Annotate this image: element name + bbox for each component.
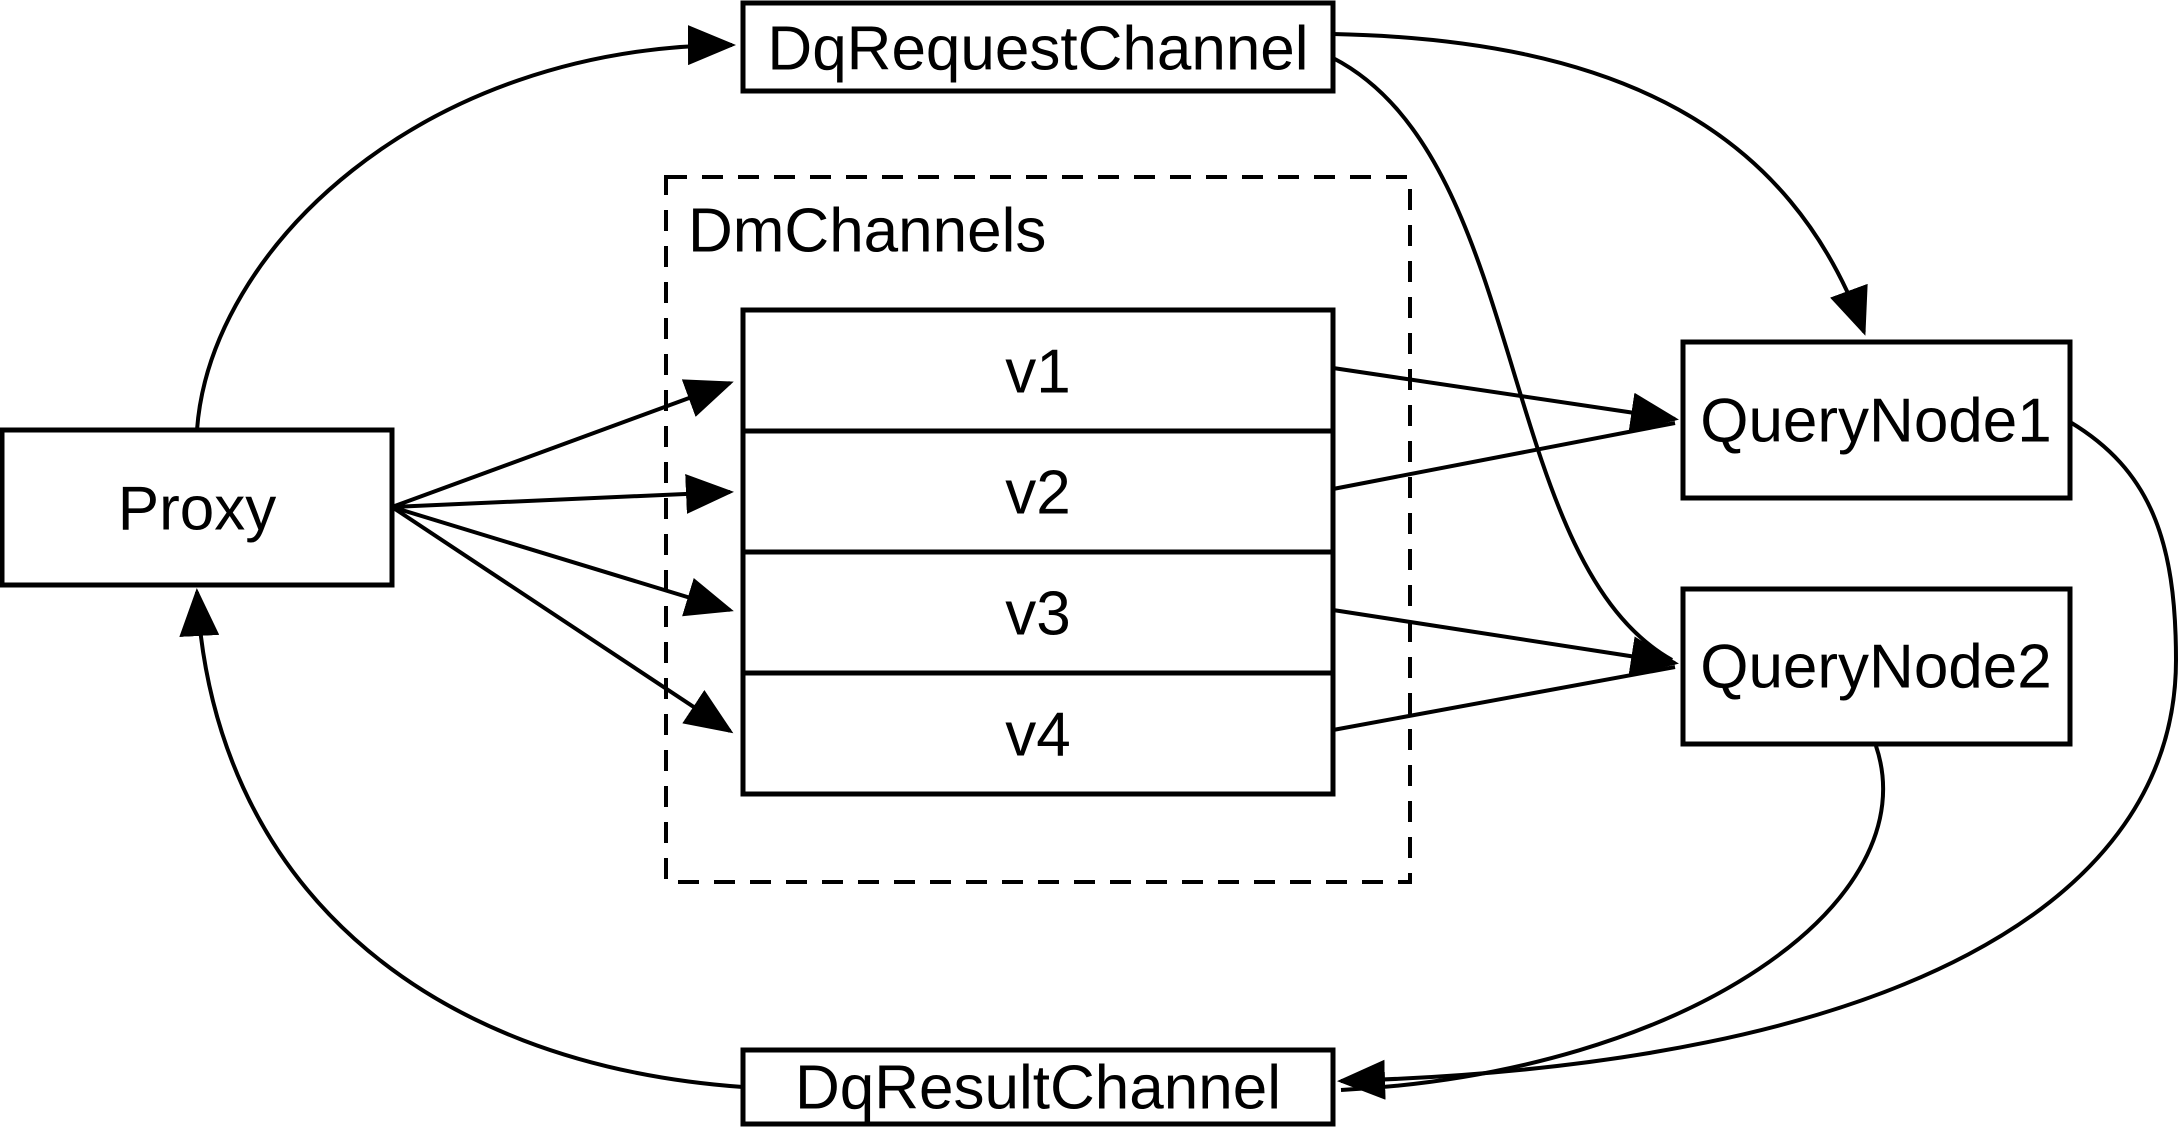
proxy-node: [0, 427, 395, 588]
edge-proxy-to-dqrequestchannel: [195, 25, 736, 431]
query-node-2-node: [1680, 586, 2073, 747]
query-node-2-label: QueryNode2: [1700, 633, 2052, 702]
dq-result-channel-label: DqResultChannel: [795, 1054, 1281, 1123]
edge-dqrequestchannel-to-querynode2: [1332, 56, 1673, 662]
channel-v3-label: v3: [1005, 580, 1070, 649]
dq-request-channel-label: DqRequestChannel: [767, 15, 1308, 84]
edge-v1-to-querynode1: [1332, 366, 1679, 433]
edge-proxy-to-v2: [391, 473, 734, 514]
dq-result-channel-node: [740, 1047, 1336, 1127]
query-node-1-label: QueryNode1: [1700, 387, 2052, 456]
edge-dqresultchannel-to-proxy: [179, 588, 744, 1089]
dm-channels-group-box: [664, 175, 1412, 884]
dm-channels-group-label: DmChannels: [688, 197, 1046, 266]
edge-querynode2-to-dqresultchannel: [1340, 745, 1886, 1092]
proxy-label: Proxy: [118, 475, 276, 544]
channel-v4-label: v4: [1005, 701, 1070, 770]
edge-querynode1-to-dqresultchannel: [1337, 420, 2179, 1100]
edge-proxy-to-v3: [391, 505, 734, 617]
edge-v4-to-querynode2: [1332, 665, 1676, 732]
edge-dqrequestchannel-to-querynode1: [1332, 32, 1868, 336]
edge-proxy-to-v1: [391, 379, 734, 509]
channel-v1-label: v1: [1005, 338, 1070, 407]
edge-v2-to-querynode1: [1332, 421, 1676, 491]
query-node-1-node: [1680, 339, 2073, 501]
dq-request-channel-node: [740, 0, 1336, 94]
edge-v3-to-querynode2: [1332, 608, 1679, 677]
channel-v2-label: v2: [1005, 459, 1070, 528]
edge-proxy-to-v4: [390, 505, 734, 734]
